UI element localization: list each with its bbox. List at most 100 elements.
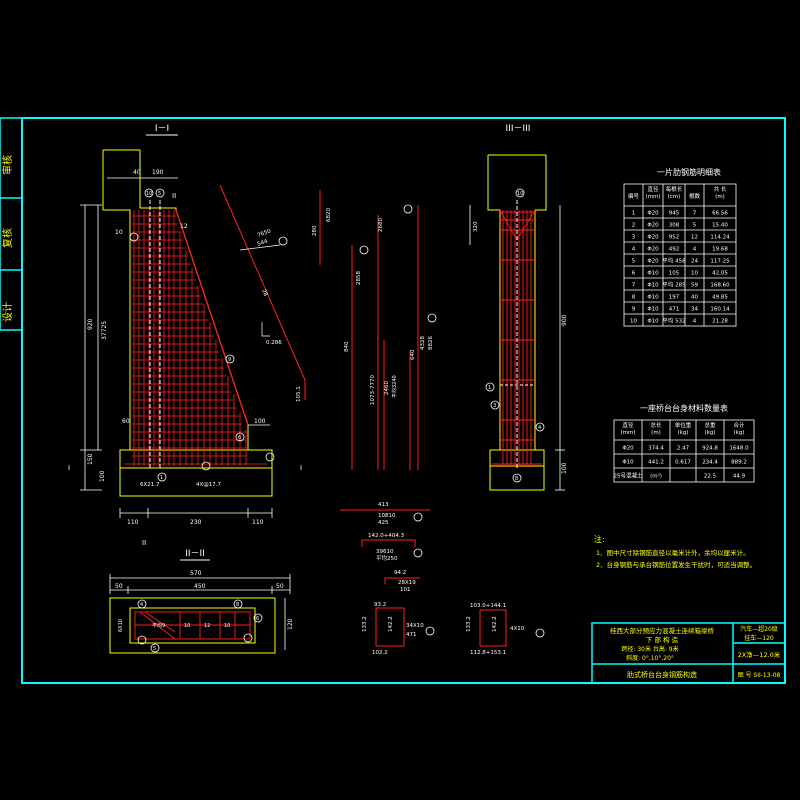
section-title-plan: II－II (185, 549, 205, 559)
side-dim-900: 900 (561, 314, 568, 326)
table2-cell-1-0: Φ10 (622, 460, 634, 466)
rebar-label-right: 4X@17.7 (196, 482, 222, 488)
table1-cell-9-3: 4 (693, 319, 697, 325)
bubble-6: 6 (238, 435, 241, 441)
table2-cell-2-4: 44.9 (733, 474, 746, 480)
plan-dim-120: 120 (287, 618, 294, 630)
bar6-length: 640 (410, 349, 416, 360)
table1-cell-6-0: 7 (632, 283, 636, 289)
table1-cell-4-2: 平均 458 (662, 257, 686, 265)
plan-bubble-6: 6 (256, 616, 259, 622)
tb-param2: 斜度: 0°,10°,20° (626, 654, 674, 662)
table1-cell-4-1: Φ20 (647, 259, 659, 265)
table1-cell-6-4: 168.60 (710, 283, 730, 289)
table1-cell-4-0: 5 (632, 259, 636, 265)
table1-cell-5-1: Φ10 (647, 271, 659, 277)
table2-cell-0-0: Φ20 (622, 446, 634, 452)
bar4-top: 2460 (384, 381, 390, 395)
plan-cell-1: 平均9 (152, 622, 165, 629)
abutment-outline (102, 150, 273, 497)
bar10-bottom: 101 (400, 587, 411, 593)
stirrup2-left: 133.2 (466, 616, 472, 632)
slope-label: 0.286 (266, 340, 282, 346)
table1-cell-8-3: 34 (691, 307, 698, 313)
sidebar: 审核 复核 设计 (0, 117, 23, 331)
stirrup1-mark: 471 (406, 632, 417, 638)
tb-drawing-no: 图 号 SII-13-08 (738, 672, 781, 679)
plan-cell-4: 10 (224, 623, 230, 629)
plan-cell-2: 10 (184, 623, 190, 629)
bar9-top: 142.0+404.3 (368, 533, 405, 539)
diag-bar-length: 7650 (257, 228, 273, 239)
table2-header-3: (kg) (705, 430, 716, 436)
plan-view: II－II 570 50 450 50 120 平均9 10 (109, 549, 294, 654)
table1-cell-0-3: 7 (693, 211, 697, 217)
plan-bubble-4: 4 (140, 602, 143, 608)
table2-header-3: 总重 (704, 421, 716, 429)
table1-cell-0-4: 66.56 (712, 211, 728, 217)
plan-bubble-8: 8 (236, 602, 239, 608)
bar9-mid: 39610 (376, 549, 394, 555)
bubble-9: 9 (228, 357, 231, 363)
table1-cell-2-2: 952 (669, 235, 680, 241)
table2-header-0: 直径 (622, 421, 634, 429)
table1-cell-2-0: 3 (632, 235, 636, 241)
tb-part: 下 部 构 造 (646, 635, 679, 644)
plan-bubble-5: 5 (153, 646, 156, 652)
table1-cell-1-0: 2 (632, 223, 636, 229)
side-dim-320: 320 (473, 221, 479, 232)
table2-cell-1-3: 234.4 (702, 460, 718, 466)
section-title-elevation: I－I (155, 124, 169, 134)
title-block: 桂西大部分预应力混凝土连续箱梁桥 下 部 构 造 跨径: 30米 台高: 9米 … (591, 622, 786, 684)
stirrup2-top: 103.0+144.1 (470, 603, 506, 609)
table1-cell-8-0: 9 (632, 307, 636, 313)
table1-cell-7-4: 49.85 (712, 295, 728, 301)
table1-header-2: 每根长 (666, 185, 683, 193)
side-dim-100: 100 (561, 462, 568, 474)
plan-dim-50-right: 50 (276, 583, 284, 590)
table2-cell-0-4: 1648.0 (729, 446, 749, 452)
plan-cell-3: 12 (204, 623, 210, 629)
table1-cell-4-3: 24 (691, 259, 698, 265)
table1-header-2: (cm) (668, 194, 681, 200)
table2-cell-0-2: 2.47 (677, 446, 690, 452)
dim-37725: 37725 (101, 321, 108, 340)
outer-frame (21, 117, 786, 684)
stirrup1-right: 142.2 (388, 616, 394, 632)
tb-load1: 汽车—超20级 (740, 625, 778, 633)
table1-cell-3-0: 4 (632, 247, 636, 253)
bar10-top: 94.2 (394, 570, 406, 576)
rebar-label-left: 6X21.7 (140, 482, 160, 488)
table1-cell-5-0: 6 (632, 271, 636, 277)
table1-cell-8-2: 471 (669, 307, 680, 313)
bar8-mid: 10810 (378, 513, 396, 519)
table1-header-1: 直径 (647, 185, 659, 193)
table1-cell-3-4: 19.68 (712, 247, 728, 253)
table1-cell-0-1: Φ20 (647, 211, 659, 217)
table1-cell-2-1: Φ20 (647, 235, 659, 241)
sidebar-check-label: 复核 (1, 228, 14, 248)
table2-header-1: (m) (651, 430, 661, 436)
table1-cell-7-1: Φ10 (647, 295, 659, 301)
bar4-length: 1073-7770 (370, 375, 376, 405)
bar4-mid: 平均3240 (391, 375, 398, 398)
section-mark-i-right: I (300, 464, 302, 472)
side-bubble-1: 1 (488, 385, 491, 391)
side-bubble-10: 10 (517, 191, 523, 197)
table2-cell-2-0: 25号混凝土 (614, 472, 643, 480)
table1-cell-2-4: 114.24 (710, 235, 730, 241)
bar9-bottom: 平均250 (376, 554, 398, 562)
table2-cell-1-2: 0.617 (675, 460, 691, 466)
stirrup1-bottom: 102.2 (372, 650, 388, 656)
tb-width: 2X净—12.0米 (738, 650, 781, 659)
tb-load2: 挂车—120 (744, 634, 774, 642)
dim-60: 60 (122, 418, 130, 425)
bar7-small: 2680 (378, 218, 384, 232)
table1-header-4: 共 长 (714, 185, 727, 193)
callout-bubbles-elevation (129, 188, 275, 482)
dim-110-left: 110 (127, 519, 139, 526)
table1-cell-2-3: 12 (691, 235, 698, 241)
bar5-bottom: 4328 (420, 336, 426, 350)
